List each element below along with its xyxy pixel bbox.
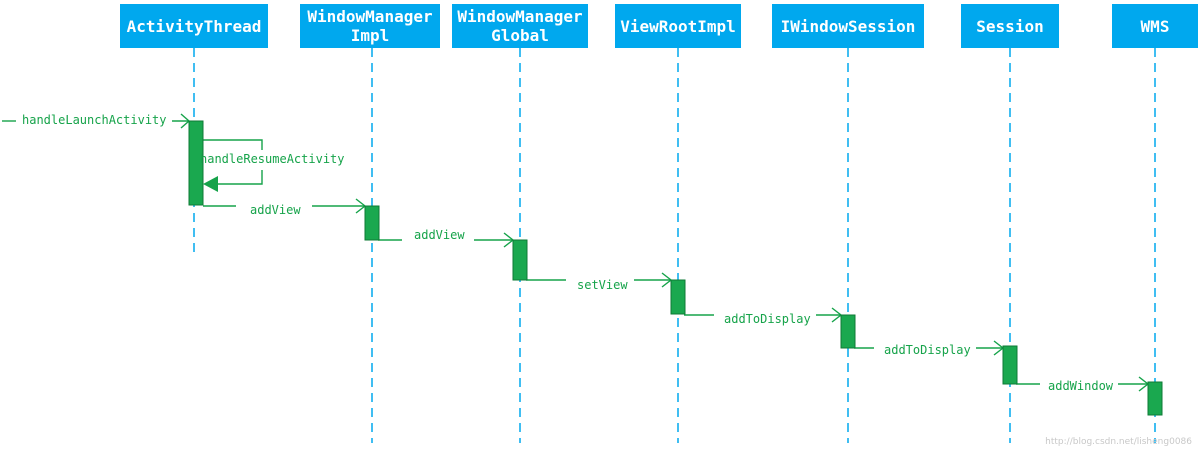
participant-wms: WMS <box>1112 4 1198 48</box>
message-label-add-window: addWindow <box>1048 379 1114 393</box>
participant-iwindow-session: IWindowSession <box>772 4 924 48</box>
activation-window-manager-impl <box>364 205 380 241</box>
participant-label: WMS <box>1140 16 1170 36</box>
activation-activity-thread <box>188 120 204 206</box>
message-arrow-handle-resume-activity <box>202 139 263 185</box>
message-label-add-view-1: addView <box>250 203 301 217</box>
activation-session <box>1002 345 1018 385</box>
participant-activity-thread: ActivityThread <box>120 4 268 48</box>
activation-wms <box>1147 381 1163 416</box>
message-label-add-to-display-2: addToDisplay <box>884 343 971 357</box>
participant-label-line-2: Global <box>491 26 549 45</box>
self-call-arrowhead <box>203 176 218 192</box>
participant-window-manager-impl: WindowManager Impl <box>300 4 440 48</box>
activation-view-root-impl <box>670 279 686 315</box>
message-label-handle-launch-activity: handleLaunchActivity <box>22 113 167 127</box>
activation-iwindow-session <box>840 314 856 349</box>
participant-label-line-1: WindowManager <box>457 7 583 26</box>
message-label-handle-resume-activity: handleResumeActivity <box>200 152 345 166</box>
activation-window-manager-global <box>512 239 528 281</box>
message-label-add-to-display-1: addToDisplay <box>724 312 811 326</box>
participant-label-line-1: WindowManager <box>307 7 433 26</box>
participant-label: ViewRootImpl <box>620 16 736 36</box>
participant-window-manager-global: WindowManager Global <box>452 4 588 48</box>
participant-view-root-impl: ViewRootImpl <box>615 4 741 48</box>
participant-label-line-2: Impl <box>350 26 390 45</box>
message-label-set-view: setView <box>577 278 628 292</box>
message-label-add-view-2: addView <box>414 228 465 242</box>
participant-label: IWindowSession <box>780 16 916 36</box>
participant-label: ActivityThread <box>126 16 262 36</box>
participant-label: Session <box>976 16 1044 36</box>
participant-session: Session <box>961 4 1059 48</box>
watermark: http://blog.csdn.net/lisheng0086 <box>1045 437 1192 447</box>
